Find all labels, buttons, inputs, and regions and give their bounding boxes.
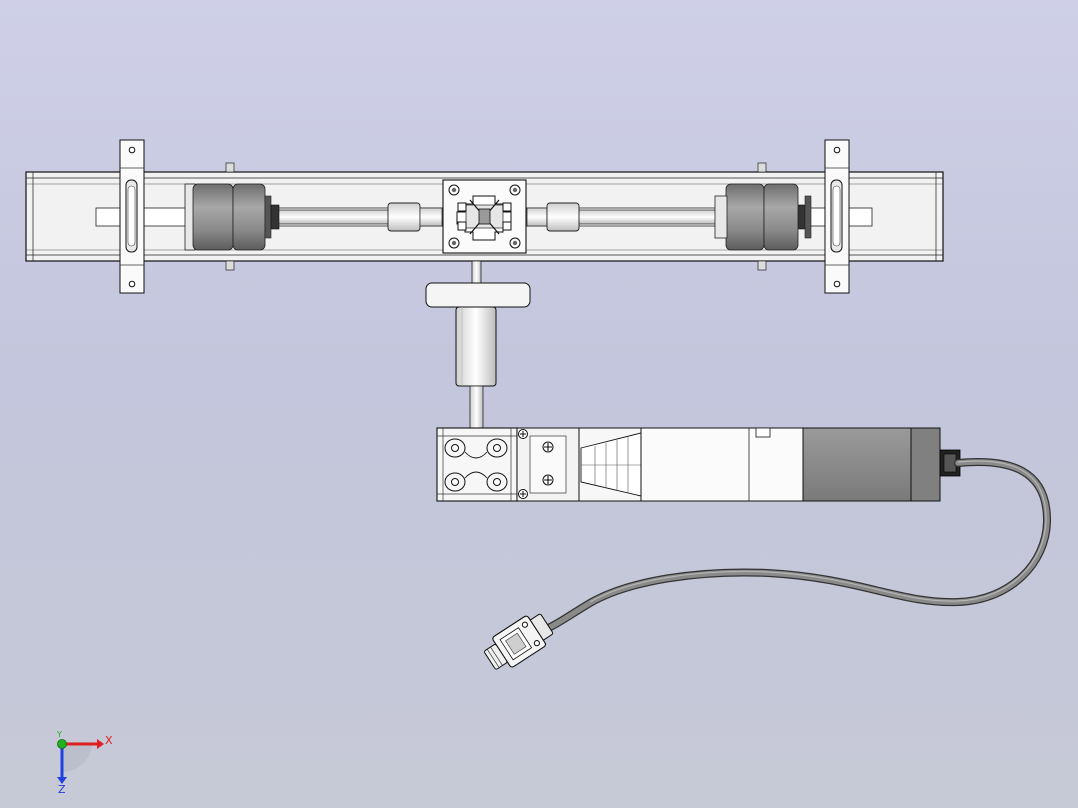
right-mount-bracket xyxy=(824,139,850,294)
axis-x-label: X xyxy=(105,734,113,747)
shaft-collars xyxy=(387,202,580,232)
axis-y-label: Y xyxy=(56,730,62,739)
vertical-drive xyxy=(425,260,531,429)
rail-tabs xyxy=(225,162,767,271)
cable-connector xyxy=(484,613,554,670)
right-roller-assembly xyxy=(714,183,812,251)
orientation-triad xyxy=(57,739,104,784)
left-roller-assembly xyxy=(184,183,280,251)
gearmotor-assembly xyxy=(436,427,961,502)
left-mount-bracket xyxy=(119,139,145,294)
encoder-cable xyxy=(544,457,1052,632)
axis-z-label: Z xyxy=(58,783,66,796)
center-carriage xyxy=(442,179,527,254)
